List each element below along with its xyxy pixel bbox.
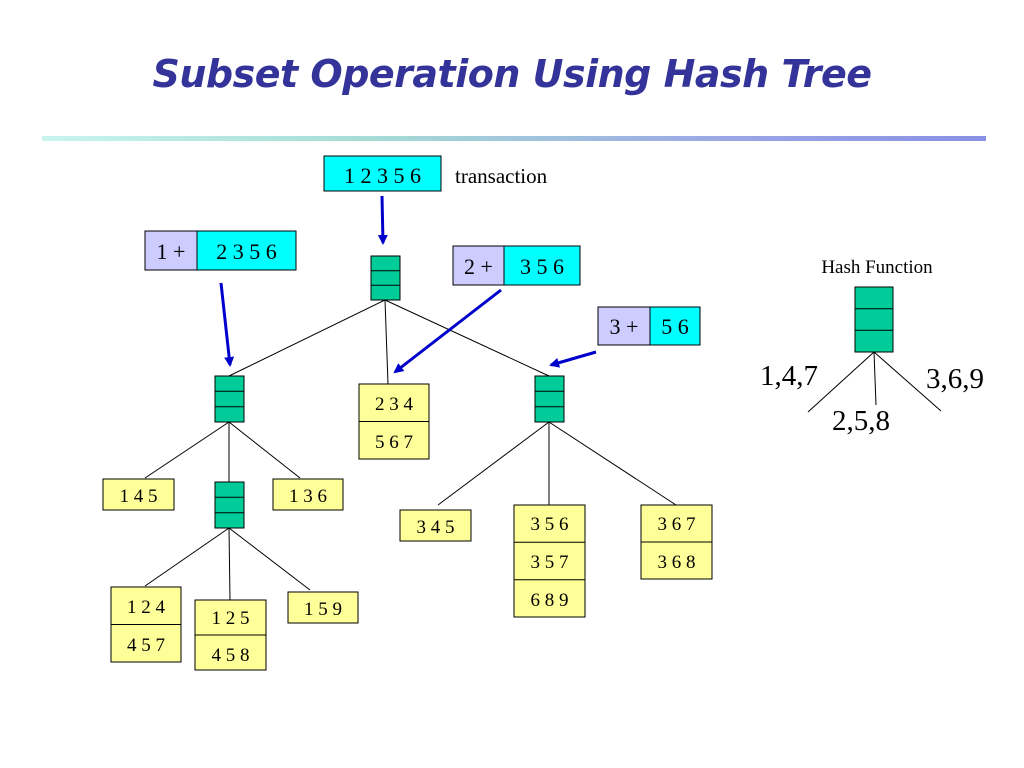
leaf-right-345: 3 4 5 [399,509,472,542]
page-title: Subset Operation Using Hash Tree [152,52,872,96]
edge-hash-369 [873,351,942,412]
prefix-box-1: 1 + 2 3 5 6 [144,230,297,271]
edge-right-345 [437,421,550,506]
transaction-items: 1 2 3 5 6 [344,163,421,188]
traversal-arrows [219,195,597,374]
leaf-itemset: 1 2 5 [212,608,250,629]
leaf-left-136: 1 3 6 [272,478,344,511]
leaf-leftsub-159: 1 5 9 [287,591,359,624]
prefix-label: 1 + [157,239,186,264]
leaf-itemset: 1 5 9 [304,599,342,620]
arrow-prefix1-to-left [219,282,235,367]
leaf-itemset: 1 3 6 [289,486,327,507]
prefix-rest: 5 6 [661,314,689,339]
leaf-itemset: 6 8 9 [531,590,569,611]
leaf-right-367: 3 6 7 3 6 8 [640,504,713,580]
edge-hash-147 [807,351,875,413]
prefix-label: 2 + [464,254,493,279]
leaf-itemset: 2 3 4 [375,394,414,415]
tree-edges [144,299,942,601]
leaf-left-145: 1 4 5 [102,478,175,511]
edge-sub-124 [144,527,230,587]
hash-node-right [534,375,565,423]
edge-left-136 [228,421,301,479]
prefix-box-3: 3 + 5 6 [597,306,701,346]
leaf-itemset: 5 6 7 [375,432,413,453]
hash-branch-label: 3,6,9 [926,363,984,395]
edge-root-right [384,299,550,377]
edge-hash-258 [873,351,877,406]
edge-sub-125 [228,527,231,601]
arrow-prefix3-to-right [549,350,597,368]
hash-node-left-sub [214,481,245,529]
prefix-rest: 3 5 6 [520,254,564,279]
edge-sub-159 [228,527,311,591]
leaf-itemset: 4 5 7 [127,635,165,656]
hash-branch-label: 1,4,7 [760,360,818,392]
leaf-itemset: 3 6 7 [658,514,696,535]
prefix-rest: 2 3 5 6 [216,239,277,264]
arrow-transaction-to-root [377,195,388,245]
hash-node-left [214,375,245,423]
hash-branch-label: 2,5,8 [832,405,890,437]
edge-right-367 [548,421,677,506]
prefix-label: 3 + [610,314,639,339]
leaf-leftsub-124: 1 2 4 4 5 7 [110,586,182,663]
prefix-box-2: 2 + 3 5 6 [452,245,581,286]
hash-function-legend: Hash Function 1,4,7 2,5,8 3,6,9 [760,257,984,437]
leaf-itemset: 3 6 8 [658,552,696,573]
transaction-box: 1 2 3 5 6 [323,155,442,192]
leaf-buckets: 2 3 4 5 6 7 1 4 5 1 3 6 1 2 4 4 5 7 1 2 … [102,383,713,671]
edge-left-145 [144,421,230,479]
hash-function-label: Hash Function [821,257,933,278]
leaf-root-middle: 2 3 4 5 6 7 [358,383,430,460]
leaf-right-356: 3 5 6 3 5 7 6 8 9 [513,504,586,618]
leaf-itemset: 3 4 5 [417,517,455,538]
title-divider [42,136,986,141]
prefix-boxes: 1 + 2 3 5 6 2 + 3 5 6 3 + 5 6 [144,230,701,346]
edge-root-middle [384,299,389,385]
transaction-label: transaction [455,164,548,188]
leaf-leftsub-125: 1 2 5 4 5 8 [194,599,267,671]
hash-function-node [854,286,894,353]
leaf-itemset: 1 2 4 [127,597,166,618]
arrow-prefix2-to-middle [393,288,502,374]
edge-root-left [228,299,386,377]
leaf-itemset: 3 5 7 [531,552,569,573]
leaf-itemset: 4 5 8 [212,645,250,666]
leaf-itemset: 1 4 5 [120,486,158,507]
leaf-itemset: 3 5 6 [531,514,569,535]
hash-node-root [370,255,401,301]
